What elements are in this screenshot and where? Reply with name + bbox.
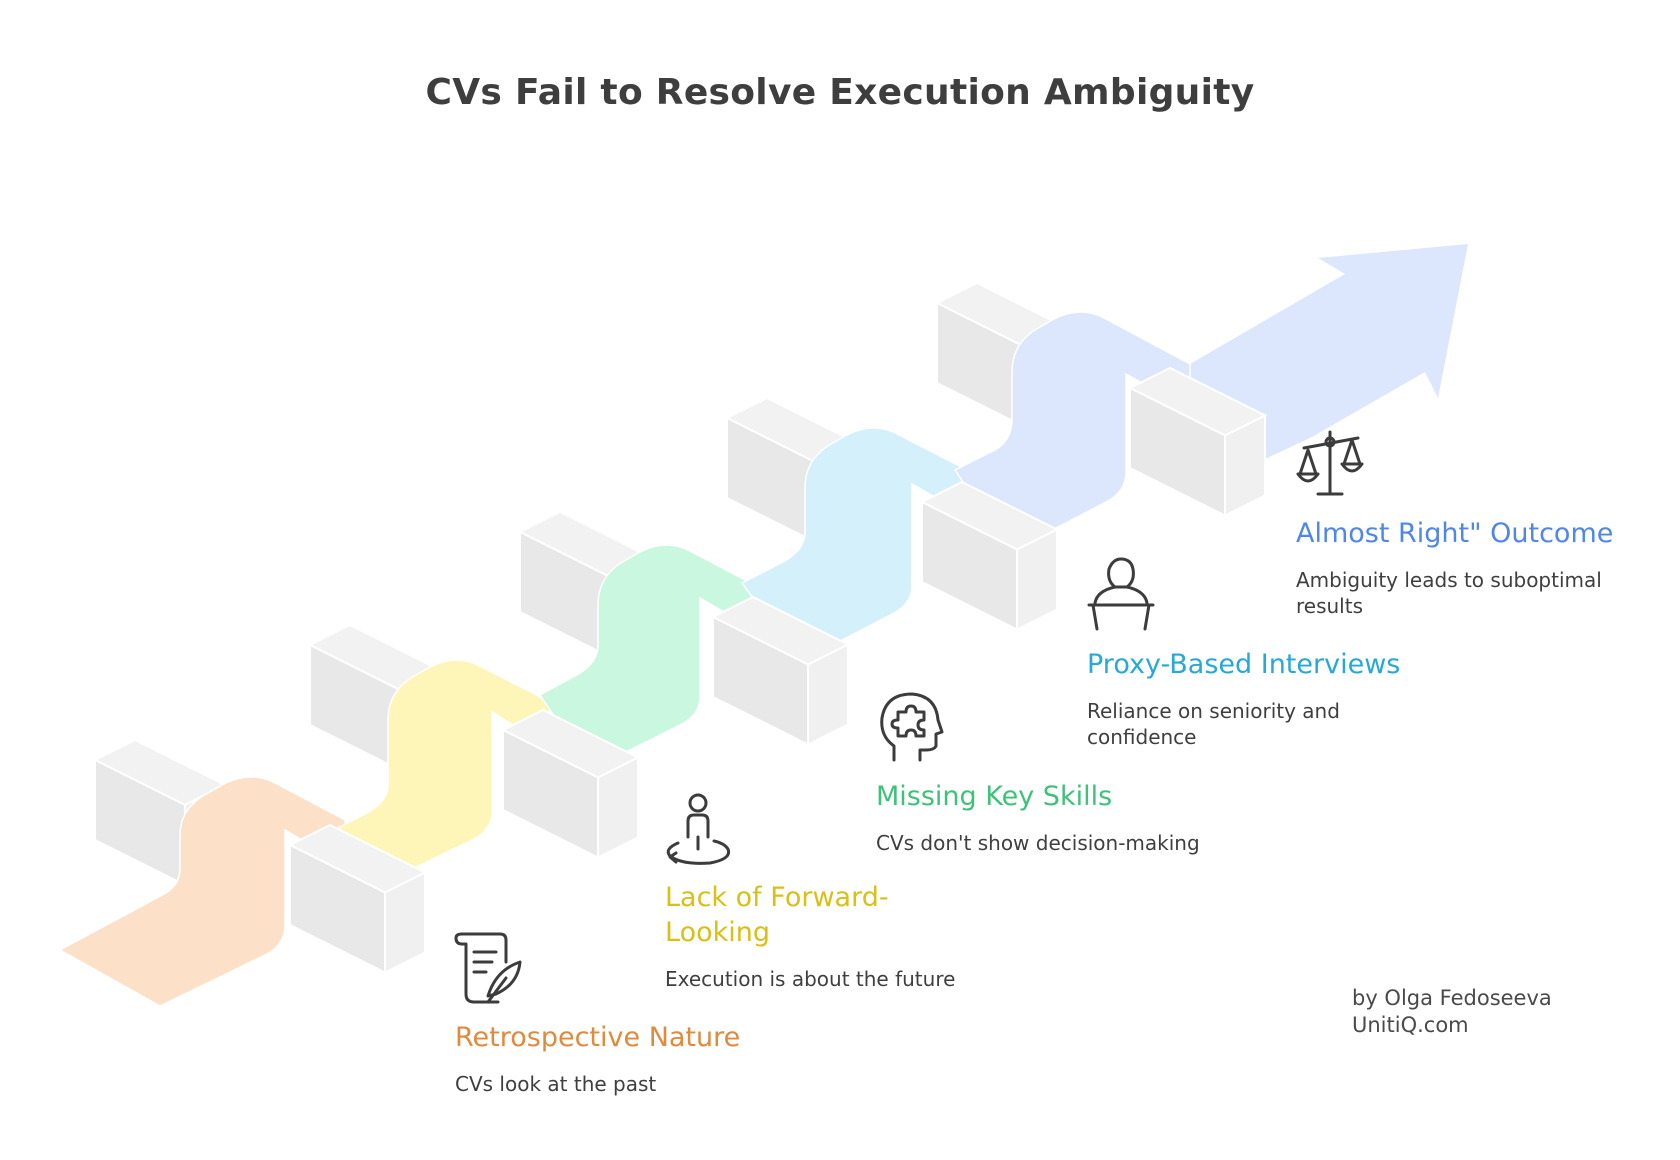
ribbon-front-step-2 <box>328 659 551 883</box>
step-proxy-based-interviews: Proxy-Based Interviews Reliance on senio… <box>1087 647 1467 750</box>
step-heading: Proxy-Based Interviews <box>1087 649 1401 680</box>
step-description: CVs don't show decision-making <box>876 831 1200 855</box>
step-description: CVs look at the past <box>455 1072 657 1096</box>
ribbon-front-step-1 <box>58 776 346 1007</box>
step-almost-right-outcome: Almost Right" Outcome Ambiguity leads to… <box>1296 516 1676 619</box>
front-blocks-overlay <box>287 366 1268 975</box>
front-block-4-overlay-face-2 <box>1016 527 1058 632</box>
person-rotate-icon <box>666 793 731 865</box>
step-heading: Lack of Forward-Looking <box>665 882 889 948</box>
step-description: Execution is about the future <box>665 967 956 991</box>
credit-author: by Olga Fedoseeva <box>1352 986 1552 1010</box>
step-description: Reliance on seniority and confidence <box>1087 699 1340 749</box>
front-block-3-overlay-face-2 <box>807 642 849 747</box>
front-block-1-overlay-face-2 <box>384 870 426 975</box>
author-credit: by Olga Fedoseeva UnitiQ.com <box>1352 985 1552 1039</box>
step-missing-key-skills: Missing Key Skills CVs don't show decisi… <box>876 779 1276 856</box>
ribbon-front-step-3 <box>538 544 761 771</box>
step-lack-of-forward-looking: Lack of Forward-Looking Execution is abo… <box>665 880 995 992</box>
head-puzzle-icon <box>880 692 944 762</box>
ribbon-front-group <box>58 311 1268 1007</box>
step-heading: Almost Right" Outcome <box>1296 518 1614 549</box>
ribbon-front-step-5 <box>953 311 1191 553</box>
person-podium-icon <box>1087 557 1155 631</box>
step-description: Ambiguity leads to suboptimal results <box>1296 568 1602 618</box>
step-retrospective-nature: Retrospective Nature CVs look at the pas… <box>455 1020 815 1097</box>
balance-scale-icon <box>1296 430 1364 496</box>
credit-site: UnitiQ.com <box>1352 1013 1469 1037</box>
front-block-5-overlay-face-2 <box>1224 413 1266 518</box>
ribbon-front-step-4 <box>740 427 976 663</box>
diagram-title: CVs Fail to Resolve Execution Ambiguity <box>425 72 1255 113</box>
step-heading: Retrospective Nature <box>455 1022 741 1053</box>
step-heading: Missing Key Skills <box>876 781 1113 812</box>
front-block-2-overlay-face-2 <box>597 755 639 860</box>
scroll-quill-icon <box>454 932 522 1004</box>
